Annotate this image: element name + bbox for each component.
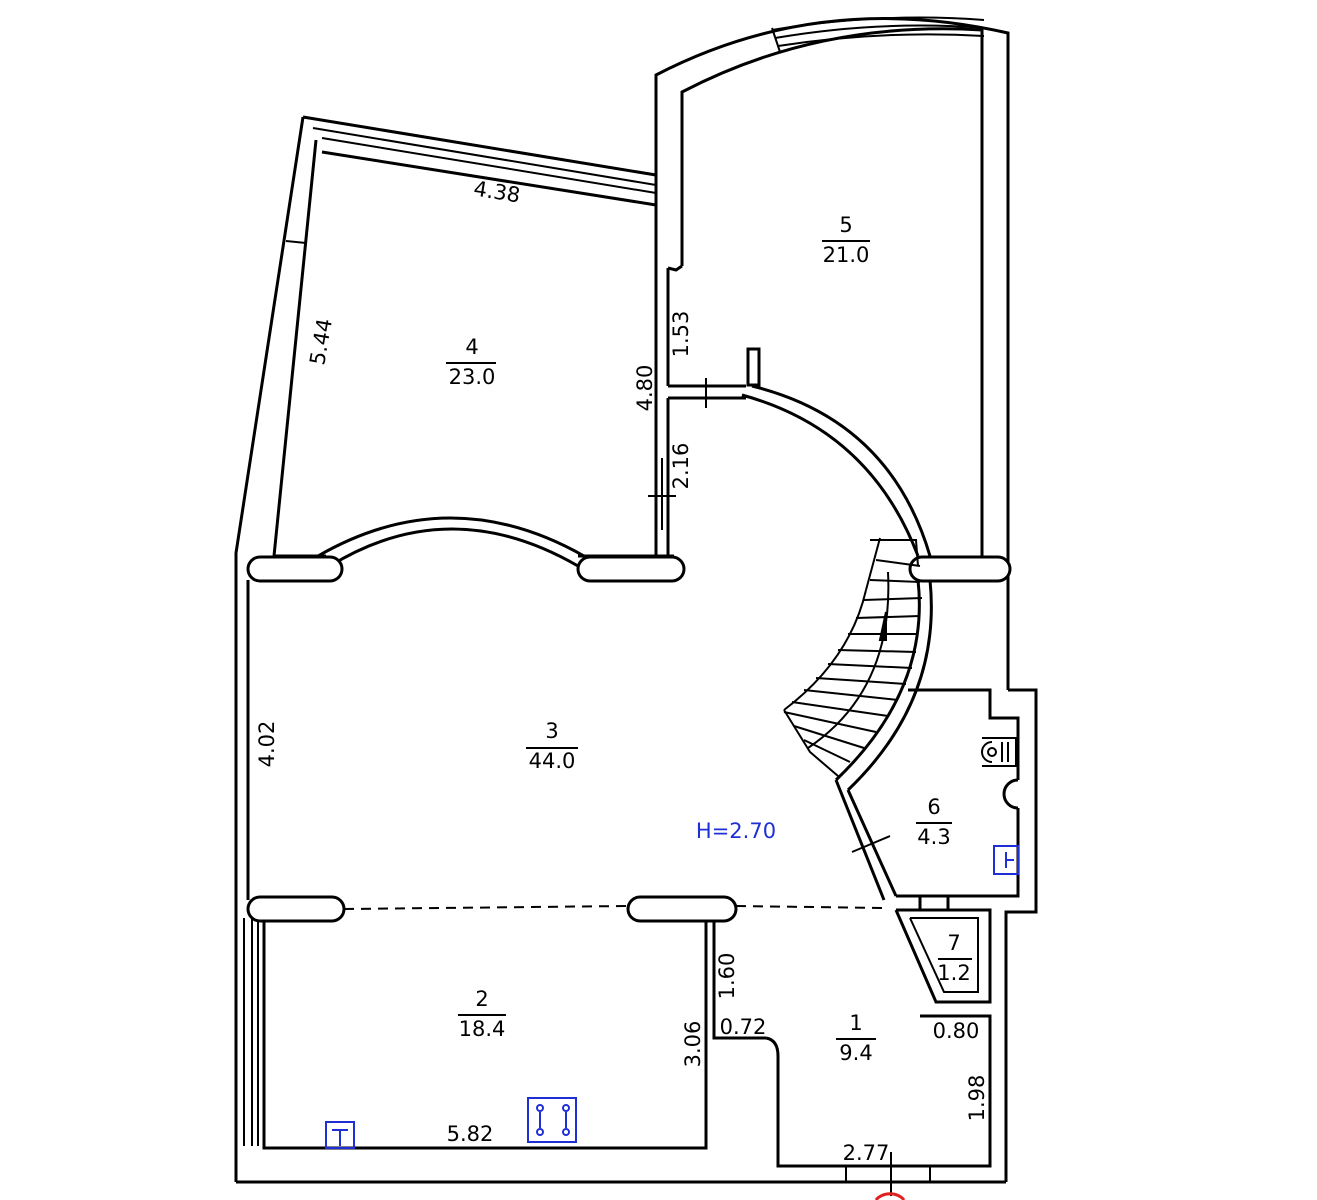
interior-walls bbox=[243, 264, 1020, 1200]
dim-160: 1.60 bbox=[715, 953, 739, 1000]
dim-480: 4.80 bbox=[633, 365, 657, 412]
ceiling-height: H=2.70 bbox=[696, 819, 776, 843]
fixture-box-room2 bbox=[325, 1121, 355, 1149]
dim-198: 1.98 bbox=[965, 1075, 989, 1122]
dim-080: 0.80 bbox=[933, 1019, 980, 1043]
dim-072: 0.72 bbox=[720, 1015, 767, 1039]
dimension-labels: 4.38 5.44 4.80 1.53 2.16 4.02 1.60 3.06 … bbox=[255, 176, 989, 1165]
fixtures bbox=[325, 845, 1019, 1149]
room-7-number: 7 bbox=[947, 931, 960, 955]
spiral-staircase bbox=[783, 537, 923, 777]
dim-306: 3.06 bbox=[681, 1021, 705, 1068]
room-6-number: 6 bbox=[927, 795, 940, 819]
room-2-number: 2 bbox=[475, 987, 488, 1011]
dim-277: 2.77 bbox=[843, 1141, 890, 1165]
dim-582: 5.82 bbox=[447, 1122, 494, 1146]
room-4-number: 4 bbox=[465, 335, 478, 359]
room-5-number: 5 bbox=[839, 213, 852, 237]
dim-153: 1.53 bbox=[669, 311, 693, 358]
room-6-area: 4.3 bbox=[917, 825, 950, 849]
dim-544: 5.44 bbox=[305, 317, 337, 367]
outer-walls bbox=[234, 16, 1038, 1184]
room-3-area: 44.0 bbox=[529, 749, 576, 773]
room-1-number: 1 bbox=[849, 1011, 862, 1035]
room-1-area: 9.4 bbox=[839, 1041, 872, 1065]
room-labels: 5 21.0 4 23.0 3 44.0 6 4.3 7 1.2 2 18.4 … bbox=[446, 213, 972, 1065]
fixture-box-room6 bbox=[993, 845, 1019, 875]
stove-icon bbox=[527, 1097, 577, 1143]
dim-216: 2.16 bbox=[669, 443, 693, 490]
room-3-number: 3 bbox=[545, 719, 558, 743]
room-2-area: 18.4 bbox=[459, 1017, 506, 1041]
room-4-area: 23.0 bbox=[449, 365, 496, 389]
dim-402: 4.02 bbox=[255, 721, 279, 768]
room-5-area: 21.0 bbox=[823, 243, 870, 267]
room-7-area: 1.2 bbox=[937, 961, 970, 985]
